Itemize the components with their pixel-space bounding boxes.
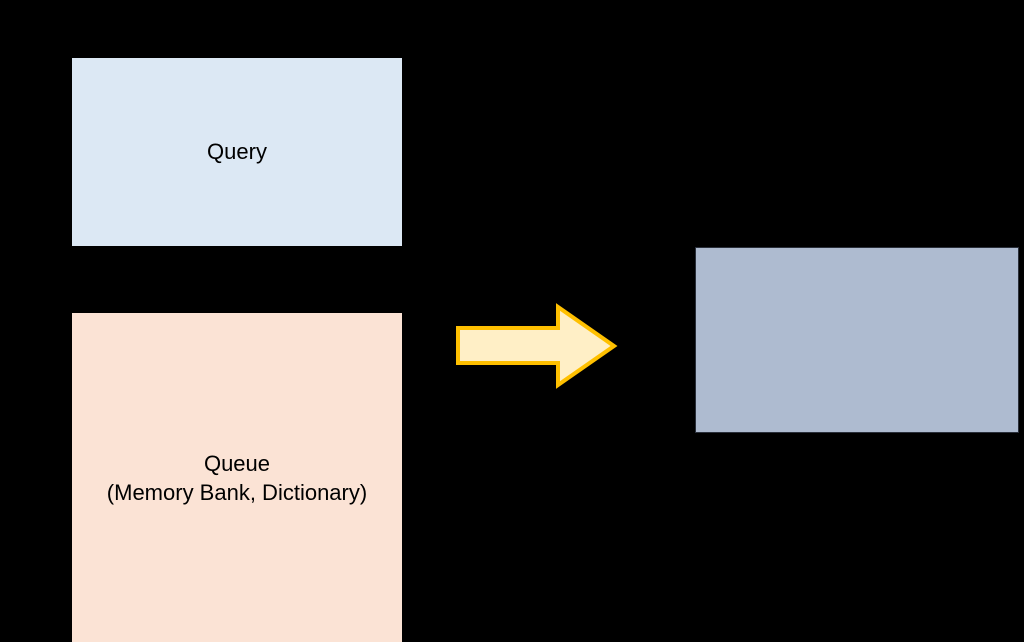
output-box[interactable] — [695, 247, 1019, 433]
right-arrow-shape — [456, 303, 618, 389]
query-box-label: Query — [207, 138, 267, 164]
queue-box[interactable]: Queue (Memory Bank, Dictionary) — [72, 313, 402, 642]
right-arrow-icon — [452, 300, 620, 392]
queue-box-label: Queue (Memory Bank, Dictionary) — [106, 451, 368, 505]
query-box[interactable]: Query — [72, 58, 402, 246]
